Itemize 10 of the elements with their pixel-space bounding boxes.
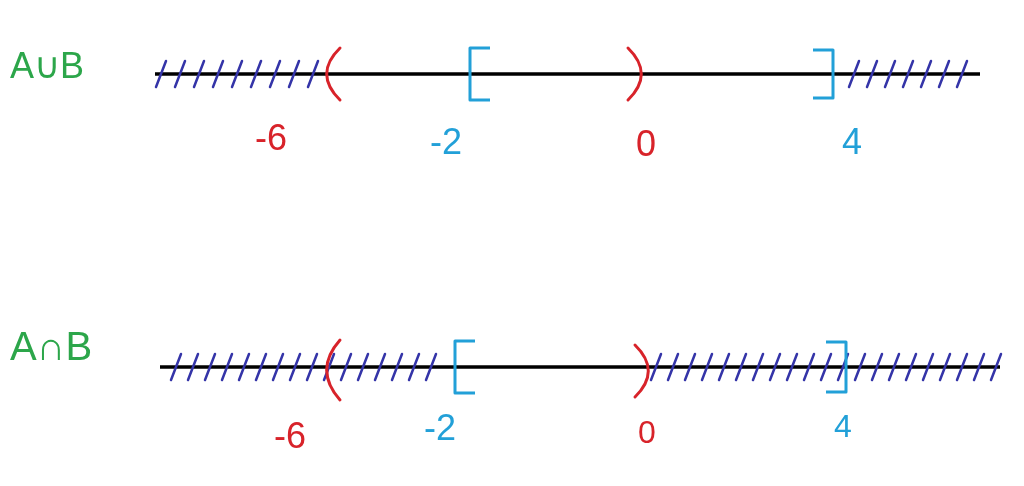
number-label: 0 <box>638 416 656 448</box>
set-label: A∩B <box>10 326 93 366</box>
number-label: 0 <box>636 126 657 162</box>
number-label: -2 <box>424 410 456 446</box>
number-label: -6 <box>274 418 306 454</box>
set-label: A∪B <box>10 48 85 84</box>
number-label: 4 <box>834 410 852 442</box>
number-label: -6 <box>255 120 287 156</box>
number-label: 4 <box>842 124 863 160</box>
number-label: -2 <box>430 124 462 160</box>
